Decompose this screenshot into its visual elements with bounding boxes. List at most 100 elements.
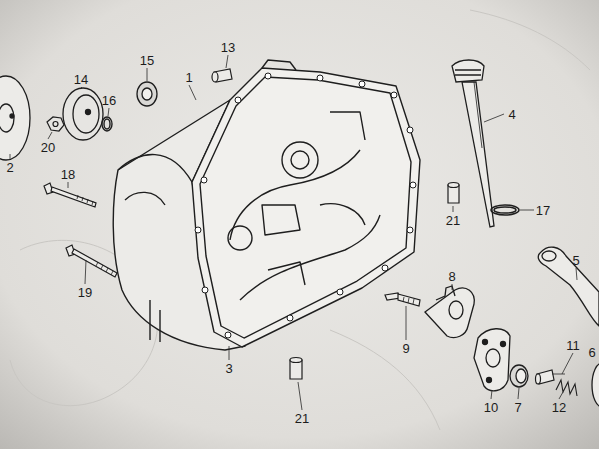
right-crankcase-cover (230, 150, 360, 240)
oil-level-gauge (462, 82, 494, 227)
cap (63, 88, 103, 140)
faint-background-parts (10, 10, 590, 430)
gasket-bolt-hole (287, 315, 293, 321)
cap (86, 110, 91, 115)
pin (536, 370, 555, 384)
right-crankcase-cover (291, 151, 309, 169)
cap (63, 88, 103, 140)
gasket-bolt-hole (410, 182, 416, 188)
leader-line (48, 132, 52, 139)
right-crankcase-cover (149, 300, 150, 340)
leader-line (518, 388, 519, 399)
callout-number: 5 (572, 254, 579, 267)
right-crankcase-cover (159, 310, 160, 342)
leader-line (81, 87, 82, 88)
right-crankcase-cover (192, 68, 420, 347)
gasket-bolt-hole (359, 81, 365, 87)
pin (536, 374, 541, 384)
callout-number: 9 (402, 342, 409, 355)
bolt (44, 183, 117, 277)
callout-number: 12 (552, 401, 566, 414)
leader-line (484, 114, 504, 122)
bolt-thread (96, 262, 113, 275)
gasket-bolt-hole (317, 75, 323, 81)
callout-number: 7 (514, 401, 521, 414)
mounting-plate (425, 286, 474, 338)
gasket-bolt-hole (195, 227, 201, 233)
leader-line (226, 55, 228, 68)
gasket-bolt-hole (407, 227, 413, 233)
bolt (51, 187, 96, 207)
o-ring (102, 117, 112, 131)
stud-bolt (385, 293, 420, 306)
kick-starter-arm (538, 247, 599, 326)
oil-seal (137, 82, 157, 106)
leader-line (520, 210, 534, 211)
gasket-bolt-hole (391, 92, 397, 98)
leader-line (453, 206, 454, 212)
oil-level-gauge (474, 82, 482, 148)
partial-part (592, 363, 599, 407)
leader-line (491, 390, 492, 399)
kick-starter-arm (542, 251, 556, 261)
plate (501, 342, 506, 347)
gasket-bolt-hole (407, 127, 413, 133)
gasket-bolt-hole (201, 177, 207, 183)
leader-line (108, 108, 109, 116)
faint-background-parts (330, 330, 440, 430)
callout-number: 20 (41, 141, 55, 154)
o-ring (104, 119, 110, 129)
gasket-bolt-hole (225, 332, 231, 338)
right-crankcase-cover (125, 192, 165, 205)
leader-line (10, 154, 11, 159)
callout-number: 10 (484, 401, 498, 414)
gasket-bolt-hole (337, 289, 343, 295)
oil-seal (137, 82, 157, 106)
mounting-plate (449, 301, 463, 319)
oil-level-gauge (455, 70, 481, 75)
spring (556, 380, 577, 396)
bolt-thread (77, 195, 93, 205)
o-ring (491, 205, 519, 215)
callout-number: 15 (140, 54, 154, 67)
stud-bolt (398, 294, 420, 306)
stud-bolt (403, 297, 414, 304)
right-crankcase-cover (228, 226, 252, 250)
leader-line (559, 392, 563, 399)
oil-seal (510, 365, 528, 387)
right-crankcase-cover (282, 142, 318, 178)
cap (73, 95, 99, 133)
callout-number: 1 (185, 71, 192, 84)
o-ring (491, 205, 519, 215)
kick-starter-arm (538, 247, 599, 326)
oil-level-gauge (452, 60, 484, 82)
gasket-bolt-hole (382, 265, 388, 271)
partial-part (592, 363, 599, 407)
o-ring (494, 207, 516, 213)
gasket-bolt-hole (195, 73, 416, 338)
plate (474, 329, 510, 391)
oil-filter-cap (0, 76, 30, 160)
plate (483, 340, 488, 345)
gasket-bolt-hole (265, 73, 271, 79)
spring (556, 380, 577, 396)
nut (53, 122, 58, 127)
leader-line (452, 284, 453, 290)
oil-level-gauge (452, 60, 494, 227)
dowel-pin (212, 72, 218, 82)
callout-number: 19 (78, 286, 92, 299)
leader-line (298, 382, 302, 410)
callout-number: 18 (61, 168, 75, 181)
oil-filter-cap (0, 76, 30, 160)
plate (487, 378, 492, 383)
plate (474, 329, 510, 391)
leader-line (85, 260, 86, 284)
leader-line (552, 353, 573, 374)
leader-line (576, 268, 577, 280)
right-crankcase-cover (200, 77, 411, 338)
leader-line (406, 306, 407, 340)
leader-line (68, 182, 69, 188)
dowel-pin (290, 358, 302, 363)
